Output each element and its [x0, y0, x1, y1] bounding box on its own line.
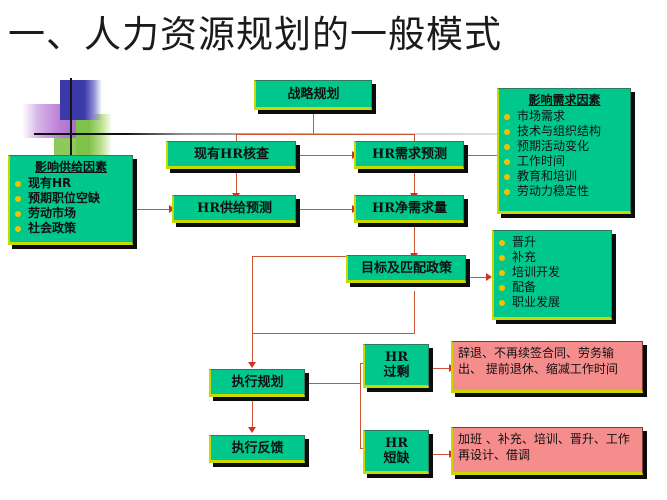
box-supply-forecast[interactable]: HR供给预测 [172, 195, 296, 223]
box-execute-plan[interactable]: 执行规划 [209, 369, 305, 397]
list-item: 工作时间 [503, 154, 626, 169]
connector-to-audit [236, 134, 237, 144]
connector-loop-top [252, 256, 415, 257]
connector-strategy-split [236, 134, 414, 135]
connector-branch-trunk [360, 363, 361, 448]
connector-demand-down [414, 169, 415, 195]
box-net-demand[interactable]: HR净需求量 [354, 195, 464, 223]
arrow-to-execute-plan [248, 362, 256, 368]
panel-demand-factors-list: 市场需求 技术与组织结构 预期活动变化 工作时间 教育和培训 劳动力稳定性 [503, 109, 626, 199]
box-demand-forecast[interactable]: HR需求预测 [354, 141, 464, 169]
connector-down-to-execute [252, 333, 253, 364]
connector-audit-down [236, 169, 237, 195]
list-item: 培训开发 [498, 265, 607, 280]
box-hr-audit[interactable]: 现有HR核查 [166, 141, 296, 169]
list-item: 劳动市场 [14, 206, 128, 221]
connector-goal-up-left [252, 256, 253, 334]
panel-demand-factors[interactable]: 影响需求因素 市场需求 技术与组织结构 预期活动变化 工作时间 教育和培训 劳动… [497, 88, 631, 214]
connector-goal-to-policy [466, 277, 488, 278]
box-hr-shortage-line1: HR [384, 436, 409, 451]
connector-strategy-down [313, 112, 314, 134]
panel-matching-policies-list: 晋升 补充 培训开发 配备 职业发展 [498, 235, 607, 310]
box-strategy-planning[interactable]: 战略规划 [254, 80, 372, 110]
box-hr-shortage-line2: 短缺 [383, 451, 410, 466]
arrow-to-feedback [248, 427, 256, 433]
list-item: 晋升 [498, 235, 607, 250]
list-item: 现有HR [14, 176, 128, 191]
list-item: 预期职位空缺 [14, 191, 128, 206]
connector-shortage-to-actions [429, 454, 451, 455]
list-item: 配备 [498, 280, 607, 295]
connector-supply-to-net [296, 209, 354, 210]
box-goal-and-matching-policy[interactable]: 目标及匹配政策 [346, 255, 466, 283]
panel-demand-factors-title: 影响需求因素 [528, 93, 601, 107]
list-item: 职业发展 [498, 295, 607, 310]
panel-supply-factors-title: 影响供给因素 [34, 160, 107, 174]
list-item: 技术与组织结构 [503, 124, 626, 139]
box-hr-shortage[interactable]: HR 短缺 [363, 430, 429, 474]
panel-matching-policies[interactable]: 晋升 补充 培训开发 配备 职业发展 [492, 230, 612, 320]
list-item: 市场需求 [503, 109, 626, 124]
deco-vertical-line [70, 78, 72, 160]
box-hr-surplus-line1: HR [384, 350, 409, 365]
connector-to-demand [414, 134, 415, 144]
box-execute-feedback[interactable]: 执行反馈 [209, 435, 305, 463]
deco-blue-square [60, 80, 102, 120]
decorative-logo [12, 78, 112, 160]
list-item: 补充 [498, 250, 607, 265]
box-hr-surplus-line2: 过剩 [383, 365, 410, 380]
list-item: 劳动力稳定性 [503, 184, 626, 199]
connector-execute-down [252, 397, 253, 429]
box-hr-surplus[interactable]: HR 过剩 [363, 344, 429, 388]
connector-demandpanel-to-demand [465, 155, 497, 156]
connector-net-to-goal [414, 223, 415, 255]
box-surplus-actions[interactable]: 辞退、不再续签合同、劳务输出、 提前退休、缩减工作时间 [451, 341, 643, 393]
list-item: 教育和培训 [503, 169, 626, 184]
connector-execute-right [305, 383, 360, 384]
connector-goal-down [414, 291, 415, 333]
list-item: 社会政策 [14, 221, 128, 236]
connector-surplus-to-actions [429, 368, 451, 369]
panel-supply-factors-list: 现有HR 预期职位空缺 劳动市场 社会政策 [14, 176, 128, 236]
connector-goal-left [252, 333, 415, 334]
list-item: 预期活动变化 [503, 139, 626, 154]
connector-supplypanel-to-supply [133, 209, 171, 210]
arrow-goal-to-policy [486, 273, 492, 281]
panel-supply-factors[interactable]: 影响供给因素 现有HR 预期职位空缺 劳动市场 社会政策 [8, 155, 133, 245]
connector-audit-to-demand [296, 155, 354, 156]
box-shortage-actions[interactable]: 加班 、补充、培训、晋升、工作再设计、借调 [451, 427, 643, 475]
page-title: 一、人力资源规划的一般模式 [8, 13, 502, 56]
